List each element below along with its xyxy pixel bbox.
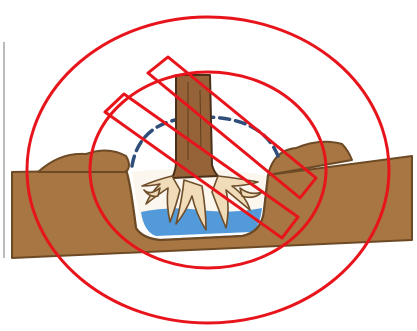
prohibition-illustration [0,0,417,331]
illustration-canvas [0,0,417,331]
